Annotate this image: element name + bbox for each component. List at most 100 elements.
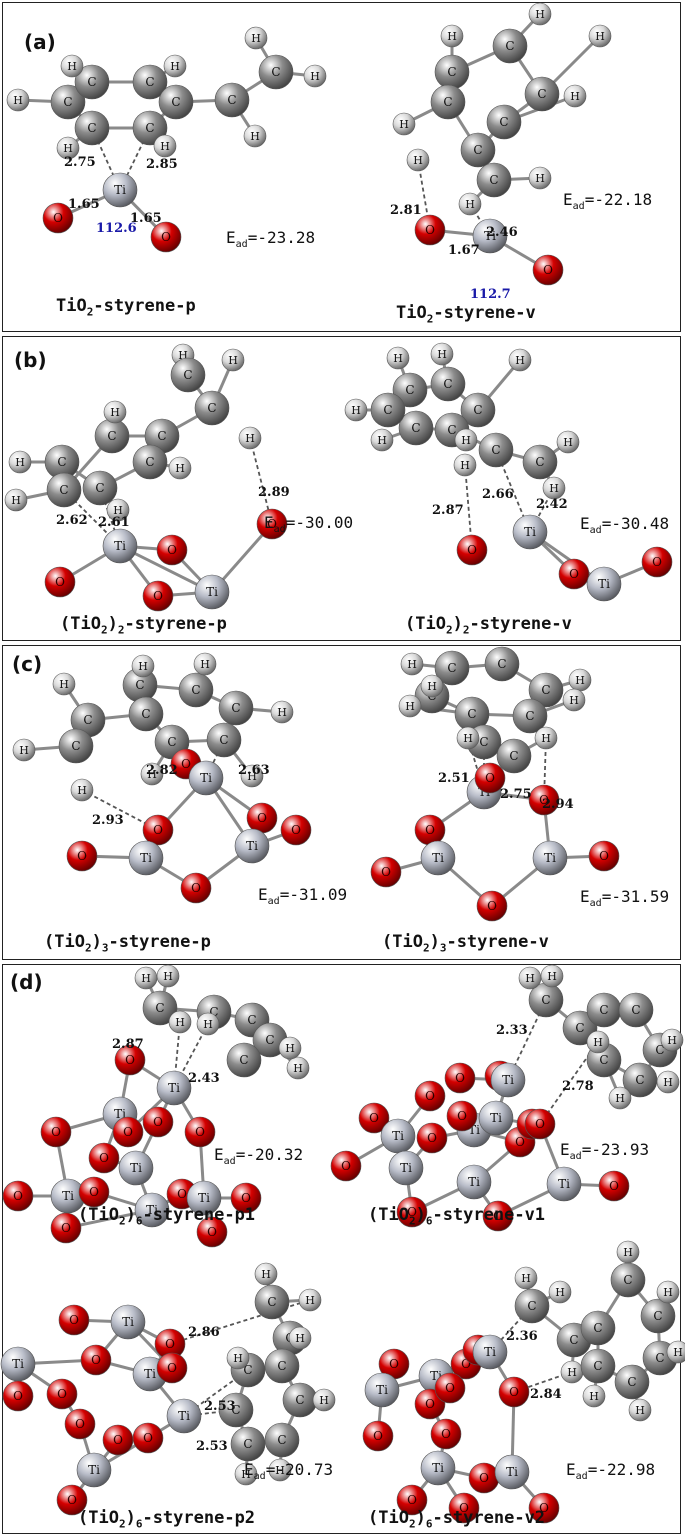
distance-label: 2.85: [146, 157, 178, 172]
hydrogen-atom: H: [430, 342, 454, 366]
titanium-atom: Ti: [76, 1452, 112, 1488]
oxygen-atom: O: [482, 1200, 514, 1232]
svg-text:O: O: [99, 1151, 109, 1165]
carbon-atom: C: [640, 1298, 676, 1334]
svg-text:H: H: [11, 494, 21, 507]
svg-text:O: O: [89, 1185, 99, 1199]
svg-text:C: C: [87, 121, 96, 135]
carbon-atom: C: [434, 54, 470, 90]
oxygen-atom: O: [64, 1408, 96, 1440]
bond-layer: [15, 12, 679, 1509]
carbon-atom: C: [132, 64, 168, 100]
svg-text:H: H: [427, 680, 437, 693]
carbon-atom: C: [158, 84, 194, 120]
distance-label: 2.51: [438, 771, 470, 786]
svg-text:C: C: [411, 421, 420, 435]
svg-text:C: C: [383, 403, 392, 417]
svg-text:O: O: [55, 575, 65, 589]
svg-text:C: C: [183, 368, 192, 382]
oxygen-atom: O: [230, 1182, 262, 1214]
carbon-atom: C: [226, 1042, 262, 1078]
carbon-atom: C: [178, 672, 214, 708]
oxygen-atom: O: [42, 202, 74, 234]
svg-text:C: C: [443, 377, 452, 391]
energy-d1: Ead=-20.32: [214, 1145, 304, 1168]
carbon-atom: C: [524, 76, 560, 112]
svg-text:H: H: [515, 354, 525, 367]
titanium-atom: Ti: [546, 1166, 582, 1202]
svg-text:O: O: [652, 555, 662, 569]
carbon-atom: C: [528, 672, 564, 708]
titanium-atom: Ti: [512, 514, 548, 550]
distance-label: 2.75: [64, 155, 96, 170]
svg-text:O: O: [91, 1353, 101, 1367]
svg-text:C: C: [277, 1433, 286, 1447]
oxygen-atom: O: [444, 1062, 476, 1094]
distance-label: 1.65: [130, 211, 162, 226]
hydrogen-atom: H: [440, 24, 464, 48]
svg-text:H: H: [663, 1076, 673, 1089]
svg-text:O: O: [535, 1117, 545, 1131]
hydrogen-atom: H: [386, 346, 410, 370]
svg-text:Ti: Ti: [140, 851, 152, 865]
titanium-atom: Ti: [364, 1372, 400, 1408]
carbon-atom: C: [128, 696, 164, 732]
svg-text:H: H: [77, 784, 87, 797]
svg-text:O: O: [167, 1361, 177, 1375]
panel-label-a: (a): [24, 30, 56, 54]
oxygen-atom: O: [2, 1380, 34, 1412]
energy-d2: Ead=-23.93: [560, 1140, 650, 1163]
oxygen-atom: O: [362, 1420, 394, 1452]
svg-text:H: H: [245, 432, 255, 445]
titanium-atom: Ti: [532, 840, 568, 876]
hydrogen-atom: H: [542, 476, 566, 500]
svg-text:C: C: [525, 709, 534, 723]
svg-text:O: O: [599, 849, 609, 863]
svg-text:H: H: [251, 32, 261, 45]
svg-text:O: O: [195, 1125, 205, 1139]
titanium-atom: Ti: [188, 760, 224, 796]
svg-text:O: O: [257, 811, 267, 825]
svg-text:O: O: [445, 1381, 455, 1395]
hydrogen-atom: H: [254, 1262, 278, 1286]
svg-text:H: H: [19, 744, 29, 757]
carbon-atom: C: [258, 54, 294, 90]
svg-text:Ti: Ti: [246, 839, 258, 853]
caption-c1: (TiO2)3-styrene-p: [44, 932, 211, 955]
svg-text:O: O: [461, 1357, 471, 1371]
svg-text:H: H: [549, 482, 559, 495]
carbon-atom: C: [484, 646, 520, 682]
svg-text:C: C: [171, 95, 180, 109]
titanium-atom: Ti: [456, 1164, 492, 1200]
svg-text:C: C: [443, 95, 452, 109]
titanium-atom: Ti: [186, 1180, 222, 1216]
svg-text:H: H: [673, 1346, 683, 1359]
svg-text:H: H: [147, 768, 157, 781]
svg-text:O: O: [13, 1189, 23, 1203]
hydrogen-atom: H: [156, 964, 180, 988]
svg-text:H: H: [447, 30, 457, 43]
svg-text:H: H: [555, 1286, 565, 1299]
svg-text:Ti: Ti: [400, 1161, 412, 1175]
distance-label: 2.75: [500, 787, 532, 802]
oxygen-atom: O: [280, 814, 312, 846]
svg-text:O: O: [389, 1357, 399, 1371]
caption-c2: (TiO2)3-styrene-v: [382, 932, 549, 955]
svg-text:H: H: [233, 1352, 243, 1365]
svg-text:C: C: [535, 455, 544, 469]
carbon-atom: C: [370, 392, 406, 428]
svg-text:Ti: Ti: [62, 1189, 74, 1203]
svg-text:C: C: [57, 455, 66, 469]
oxygen-atom: O: [434, 1372, 466, 1404]
svg-text:H: H: [141, 972, 151, 985]
svg-text:C: C: [655, 1043, 664, 1057]
hydrogen-atom: H: [398, 694, 422, 718]
svg-text:H: H: [535, 172, 545, 185]
svg-text:Ti: Ti: [598, 577, 610, 591]
hydrogen-atom: H: [656, 1070, 680, 1094]
hydrogen-atom: H: [586, 1030, 610, 1054]
svg-text:H: H: [595, 30, 605, 43]
svg-text:C: C: [191, 683, 200, 697]
svg-text:H: H: [521, 1272, 531, 1285]
